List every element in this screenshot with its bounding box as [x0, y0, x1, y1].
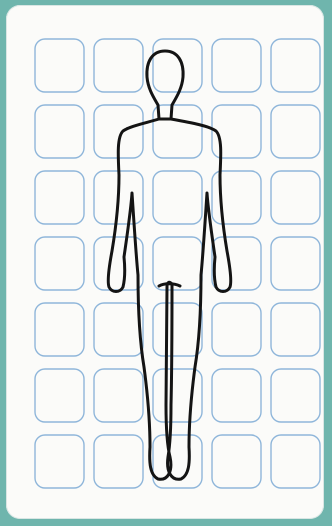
grid-cell-r2-c3 [153, 105, 202, 158]
body-map-card [6, 5, 324, 519]
grid-cell-r7-c4 [212, 435, 261, 488]
grid-cell-r6-c5 [271, 369, 320, 422]
grid-cell-r6-c1 [35, 369, 84, 422]
grid-cell-r3-c1 [35, 171, 84, 224]
grid-cell-r4-c5 [271, 237, 320, 290]
grid-cell-r3-c3 [153, 171, 202, 224]
grid-cell-r1-c2 [94, 39, 143, 92]
grid-cell-r4-c1 [35, 237, 84, 290]
grid-cell-r1-c5 [271, 39, 320, 92]
grid-cell-r4-c3 [153, 237, 202, 290]
figure-body [108, 119, 231, 479]
grid-cells [35, 39, 320, 488]
figure-crotch-line [159, 284, 180, 286]
grid-cell-r5-c2 [94, 303, 143, 356]
grid-cell-r4-c4 [212, 237, 261, 290]
grid-cell-r6-c2 [94, 369, 143, 422]
grid-cell-r5-c1 [35, 303, 84, 356]
grid-cell-r7-c5 [271, 435, 320, 488]
grid-cell-r6-c4 [212, 369, 261, 422]
grid-cell-r2-c5 [271, 105, 320, 158]
grid-cell-r3-c5 [271, 171, 320, 224]
grid-cell-r1-c1 [35, 39, 84, 92]
grid-cell-r7-c1 [35, 435, 84, 488]
grid-cell-r1-c4 [212, 39, 261, 92]
grid-cell-r5-c5 [271, 303, 320, 356]
grid-cell-r7-c2 [94, 435, 143, 488]
grid-cell-r5-c3 [153, 303, 202, 356]
grid-cell-r1-c3 [153, 39, 202, 92]
grid-cell-r2-c1 [35, 105, 84, 158]
grid-cell-r5-c4 [212, 303, 261, 356]
body-map-diagram [6, 5, 324, 519]
